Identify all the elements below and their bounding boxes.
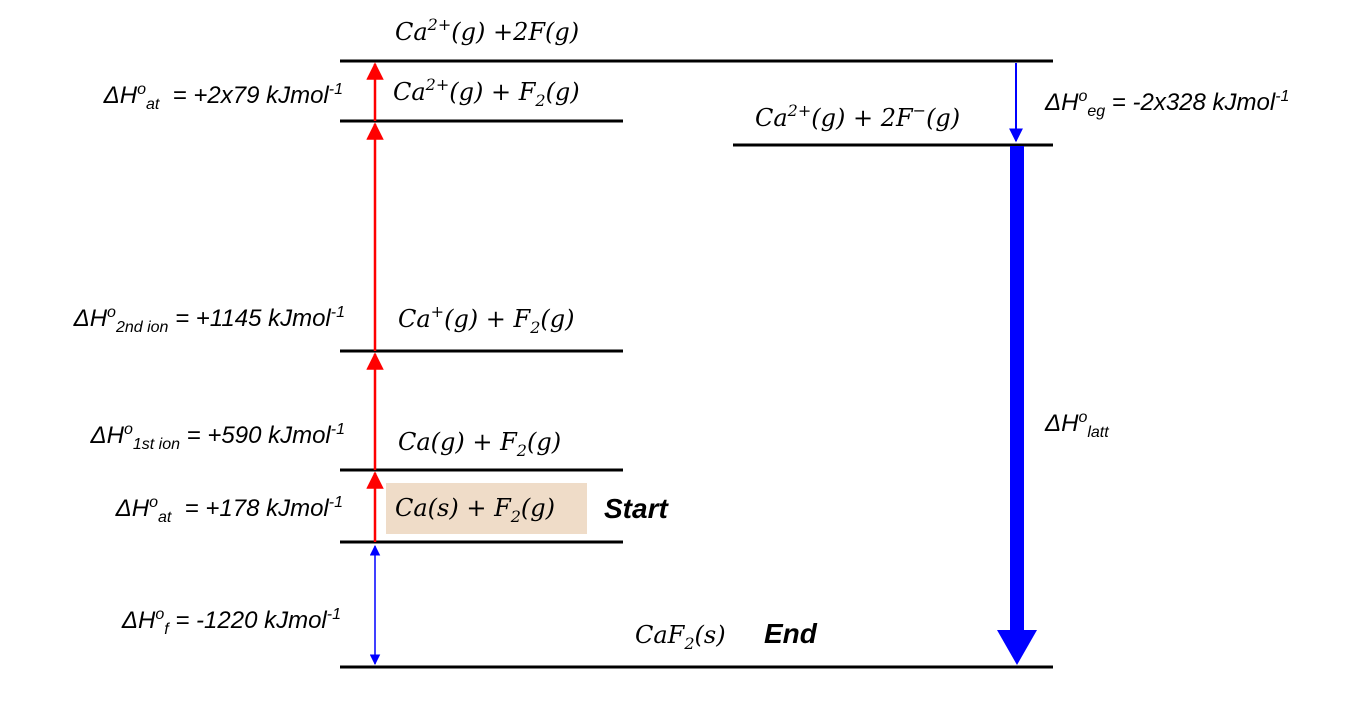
enthalpy-atomisation-calcium: ΔHoat = +178 kJmol-1 xyxy=(115,494,343,526)
enthalpy-first-ionisation: ΔHo1st ion = +590 kJmol-1 xyxy=(90,421,345,453)
enthalpy-second-ionisation: ΔHo2nd ion = +1145 kJmol-1 xyxy=(73,304,345,336)
species-cag-f2: Ca(g) + F2(g) xyxy=(398,428,561,460)
species-caplus-f2: Ca+(g) + F2(g) xyxy=(398,302,574,337)
species-cas-f2: Ca(s) + F2(g) xyxy=(395,494,555,526)
arrow-lattice-enthalpy xyxy=(997,146,1037,665)
species-ca2-f2: Ca2+(g) + F2(g) xyxy=(393,75,580,110)
species-caf2: CaF2(s) xyxy=(635,621,726,653)
species-ca2-2fminus: Ca2+(g) + 2F−(g) xyxy=(755,101,960,132)
enthalpy-electron-gain: ΔHoeg = -2x328 kJmol-1 xyxy=(1044,88,1289,120)
enthalpy-atomisation-fluorine: ΔHoat = +2x79 kJmol-1 xyxy=(103,81,343,113)
enthalpy-formation: ΔHof = -1220 kJmol-1 xyxy=(121,606,341,638)
start-label: Start xyxy=(604,493,669,524)
end-label: End xyxy=(764,618,818,649)
species-ca2-2f: Ca2+(g) +2F(g) xyxy=(395,15,579,46)
start-highlight xyxy=(386,483,587,534)
enthalpy-lattice: ΔHolatt xyxy=(1044,409,1109,441)
